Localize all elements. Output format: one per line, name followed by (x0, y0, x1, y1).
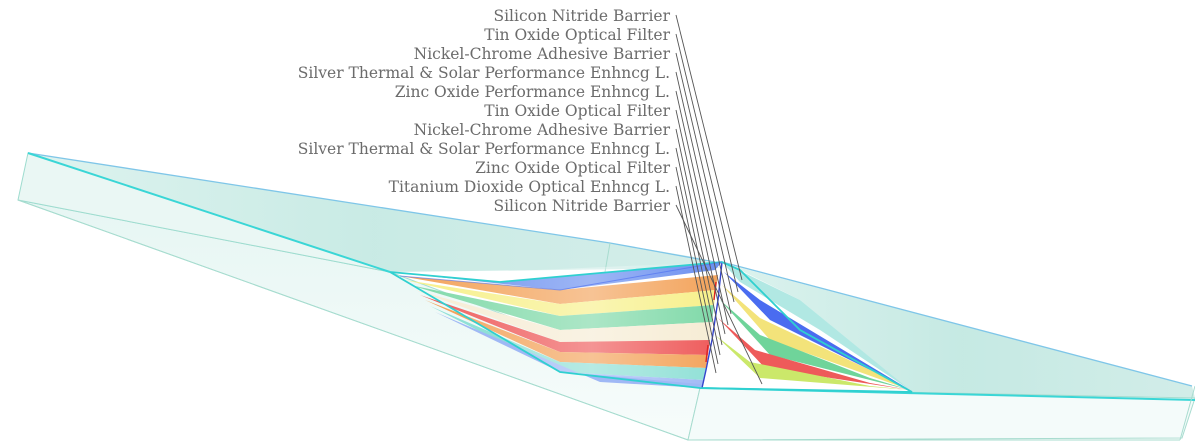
leader-line-4 (675, 71, 732, 315)
label-silicon-nitride-barrier-bottom: Silicon Nitride Barrier (493, 197, 670, 215)
layer-band-upper-red (718, 318, 910, 390)
leader-line-11 (675, 204, 763, 385)
right-pane-top-face (730, 265, 1195, 398)
label-tin-oxide-optical-filter-2: Tin Oxide Optical Filter (484, 102, 670, 120)
left-pane-top-face (28, 153, 720, 272)
label-zinc-oxide-optical-filter: Zinc Oxide Optical Filter (475, 159, 670, 177)
left-pane-leading-edge (27, 152, 391, 273)
label-tin-oxide-optical-filter-1: Tin Oxide Optical Filter (484, 26, 670, 44)
layer-labels: Silicon Nitride Barrier Tin Oxide Optica… (298, 7, 671, 215)
leader-line-9 (675, 166, 719, 365)
layer-stack-outline (389, 261, 913, 393)
leader-line-10 (675, 185, 717, 374)
layer-fan-lines (399, 261, 723, 291)
leader-line-2 (675, 33, 739, 293)
left-glass-pane (17, 152, 720, 441)
layer-band-upper-lime (715, 335, 910, 390)
label-nickel-chrome-adhesive-barrier-1: Nickel-Chrome Adhesive Barrier (414, 45, 671, 63)
left-pane-side-edge (17, 199, 689, 441)
right-pane-front-face (687, 387, 1195, 441)
layer-stack-edge-red (713, 281, 717, 301)
coating-layer-stack (389, 261, 913, 393)
layer-band-upper-blue (722, 262, 910, 390)
leader-line-5 (675, 90, 729, 326)
label-silicon-nitride-barrier-top: Silicon Nitride Barrier (493, 7, 670, 25)
layer-band-lower-highlight (400, 262, 720, 385)
leader-line-7 (675, 128, 723, 346)
right-pane-top-edge (721, 261, 1193, 387)
right-pane-end-edge (1179, 385, 1195, 441)
layer-stack-edge-red2 (705, 344, 709, 363)
label-nickel-chrome-adhesive-barrier-2: Nickel-Chrome Adhesive Barrier (414, 121, 671, 139)
leader-lines (675, 14, 763, 385)
label-silver-thermal-solar-layer-2: Silver Thermal & Solar Performance Enhnc… (298, 140, 670, 158)
label-silver-thermal-solar-layer-1: Silver Thermal & Solar Performance Enhnc… (298, 64, 670, 82)
label-zinc-oxide-performance-layer: Zinc Oxide Performance Enhncg L. (395, 83, 670, 101)
leader-line-6 (675, 109, 726, 335)
label-titanium-dioxide-optical-layer: Titanium Dioxide Optical Enhncg L. (389, 178, 670, 196)
leader-line-3 (675, 52, 735, 303)
leader-line-1 (675, 14, 743, 281)
